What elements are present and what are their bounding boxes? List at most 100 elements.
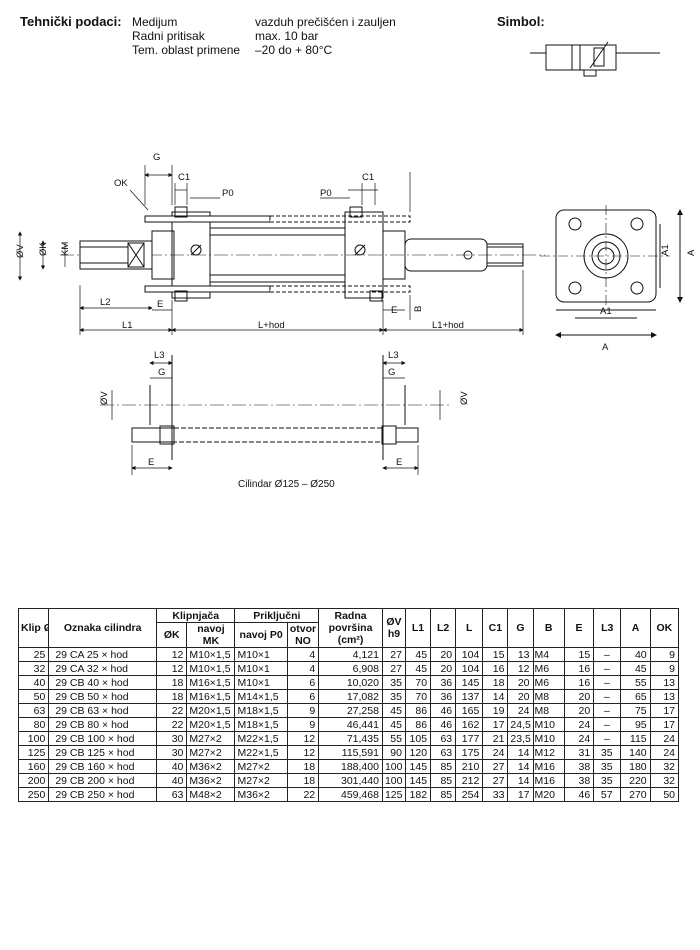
table-cell-name: 29 CB 40 × hod — [48, 675, 158, 690]
table-cell-l3: – — [593, 647, 622, 662]
table-cell-radna: 301,440 — [318, 773, 383, 788]
table-cell-c1: 17 — [482, 717, 509, 732]
dim-e-left-label: E — [157, 299, 163, 310]
col-navoj-p0: navoj P0 — [234, 622, 288, 648]
table-cell-e: 46 — [563, 787, 595, 802]
table-cell-c1: 27 — [482, 773, 509, 788]
table-cell-name: 29 CB 100 × hod — [48, 731, 158, 746]
table-cell-klip: 125 — [17, 745, 50, 760]
table-cell-l1: 70 — [404, 689, 432, 704]
table-cell-mk: M36×2 — [186, 759, 236, 774]
dim-l3-right-label: L3 — [388, 350, 399, 361]
table-cell-l1: 182 — [404, 787, 432, 802]
table-cell-b: M6 — [532, 661, 565, 676]
table-cell-l: 212 — [455, 773, 484, 788]
table-cell-a: 95 — [620, 717, 651, 732]
table-cell-no: 6 — [286, 675, 320, 690]
table-cell-b: M16 — [532, 773, 565, 788]
table-cell-klip: 32 — [17, 661, 50, 676]
table-cell-b: M20 — [532, 787, 565, 802]
table-cell-no: 4 — [286, 647, 320, 662]
table-cell-no: 9 — [286, 717, 320, 732]
table-cell-b: M10 — [532, 717, 565, 732]
table-cell-radna: 17,082 — [318, 689, 383, 704]
table-cell-b: M12 — [532, 745, 565, 760]
table-cell-p0: M18×1,5 — [234, 703, 288, 718]
dim-l1hod-label: L1+hod — [432, 320, 464, 331]
table-cell-a: 220 — [620, 773, 651, 788]
table-cell-l: 175 — [455, 745, 484, 760]
table-cell-k: 12 — [156, 661, 188, 676]
table-cell-e: 20 — [563, 689, 595, 704]
table-cell-klip: 100 — [17, 731, 50, 746]
table-cell-no: 9 — [286, 703, 320, 718]
table-cell-klip: 63 — [17, 703, 50, 718]
table-cell-mk: M16×1,5 — [186, 689, 236, 704]
dim-km-label: KM — [60, 242, 71, 256]
table-cell-l3: 35 — [593, 759, 622, 774]
table-cell-p0: M27×2 — [234, 773, 288, 788]
table-cell-name: 29 CA 25 × hod — [48, 647, 158, 662]
col-k: ØK — [156, 622, 188, 648]
table-cell-name: 29 CB 125 × hod — [48, 745, 158, 760]
col-l3: L3 — [593, 608, 622, 648]
table-cell-radna: 27,258 — [318, 703, 383, 718]
table-cell-radna: 6,908 — [318, 661, 383, 676]
table-cell-ok: 13 — [649, 675, 680, 690]
table-cell-mk: M20×1,5 — [186, 717, 236, 732]
table-cell-l1: 45 — [404, 661, 432, 676]
table-cell-no: 18 — [286, 759, 320, 774]
table-cell-ok: 32 — [649, 759, 680, 774]
table-cell-a: 115 — [620, 731, 651, 746]
table-cell-g: 13 — [507, 647, 534, 662]
table-cell-a: 45 — [620, 661, 651, 676]
table-cell-radna: 4,121 — [318, 647, 383, 662]
dim-g-label: G — [153, 152, 160, 163]
pressure-value: max. 10 bar — [255, 29, 319, 43]
table-cell-k: 40 — [156, 759, 188, 774]
technical-data-labels: Medijum Radni pritisak Tem. oblast prime… — [132, 15, 240, 57]
table-cell-c1: 14 — [482, 689, 509, 704]
col-e: E — [563, 608, 595, 648]
table-cell-a: 40 — [620, 647, 651, 662]
medium-value: vazduh prečišćen i zauljen — [255, 15, 396, 29]
dim-k-label: ØK — [38, 242, 49, 256]
table-cell-l2: 20 — [430, 661, 457, 676]
table-cell-ok: 24 — [649, 745, 680, 760]
dim-a1-side-label: A1 — [660, 244, 671, 256]
table-cell-k: 22 — [156, 717, 188, 732]
table-cell-l2: 20 — [430, 647, 457, 662]
dim-g-lower-left-label: G — [158, 367, 165, 378]
table-cell-l3: – — [593, 703, 622, 718]
table-cell-l2: 85 — [430, 773, 457, 788]
table-cell-l2: 46 — [430, 703, 457, 718]
table-cell-l: 177 — [455, 731, 484, 746]
table-cell-p0: M14×1,5 — [234, 689, 288, 704]
table-cell-l1: 86 — [404, 717, 432, 732]
table-cell-l: 210 — [455, 759, 484, 774]
table-cell-v: 27 — [381, 661, 406, 676]
table-cell-a: 55 — [620, 675, 651, 690]
table-cell-klip: 50 — [17, 689, 50, 704]
table-cell-radna: 71,435 — [318, 731, 383, 746]
table-cell-e: 15 — [563, 647, 595, 662]
table-cell-p0: M10×1 — [234, 661, 288, 676]
table-cell-mk: M10×1,5 — [186, 647, 236, 662]
table-cell-v: 100 — [381, 759, 406, 774]
table-cell-p0: M10×1 — [234, 647, 288, 662]
table-cell-mk: M27×2 — [186, 731, 236, 746]
dim-p0-right-label: P0 — [320, 188, 332, 199]
table-cell-e: 24 — [563, 731, 595, 746]
table-cell-v: 125 — [381, 787, 406, 802]
table-cell-g: 14 — [507, 773, 534, 788]
table-cell-v: 35 — [381, 675, 406, 690]
col-l2: L2 — [430, 608, 457, 648]
table-cell-l3: 35 — [593, 773, 622, 788]
table-cell-p0: M27×2 — [234, 759, 288, 774]
dim-e-lower-right-label: E — [396, 457, 402, 468]
table-cell-no: 6 — [286, 689, 320, 704]
